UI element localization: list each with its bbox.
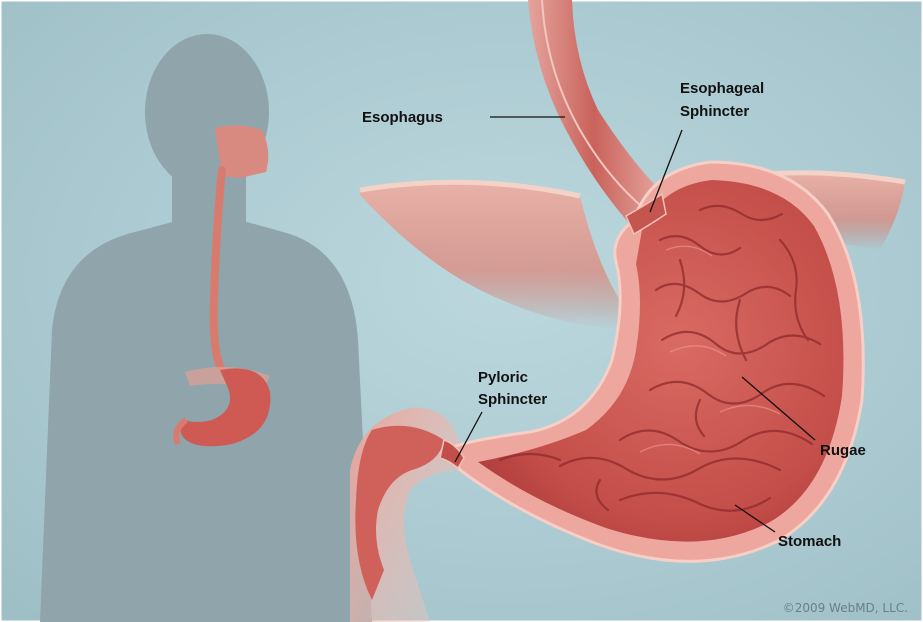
label-stomach: Stomach: [778, 533, 841, 550]
label-rugae: Rugae: [820, 442, 866, 459]
label-esophageal-sphincter-line2: Sphincter: [680, 103, 749, 120]
label-esophagus: Esophagus: [362, 109, 443, 126]
copyright-notice: ©2009 WebMD, LLC.: [783, 601, 908, 615]
label-pyloric-sphincter-line2: Sphincter: [478, 391, 547, 408]
label-esophageal-sphincter-line1: Esophageal: [680, 80, 764, 97]
label-pyloric-sphincter-line1: Pyloric: [478, 369, 528, 386]
